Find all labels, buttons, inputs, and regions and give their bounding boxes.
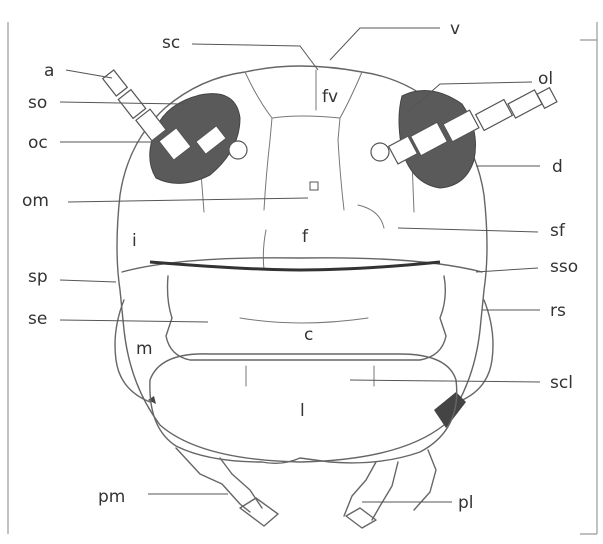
label-sc: sc [162,33,180,53]
epistomal-suture [150,262,440,270]
leader-scl [350,380,540,382]
label-sf: sf [550,221,566,241]
frontal-groove-left [263,230,266,270]
leader-v [330,28,440,60]
label-scl: scl [550,373,573,393]
leader-sf [398,228,538,232]
leader-se [60,320,208,322]
label-sp: sp [28,267,48,287]
antennal-socket-right [371,143,389,161]
label-oc: oc [28,133,48,153]
epicranial-line [272,116,340,118]
frontal-groove-right [358,205,384,228]
antennal-socket-left [229,141,247,159]
mandible-tip-left [148,396,156,404]
leader-sp [60,280,116,282]
label-v: v [450,19,460,39]
clypeus-groove [240,318,368,323]
mandible-right-outline [458,300,493,402]
label-rs: rs [550,301,566,321]
label-pm: pm [98,487,125,507]
clypeolabral-marks [246,366,374,386]
label-sso: sso [550,257,578,277]
leader-sso [476,268,538,272]
label-d: d [552,157,563,177]
diagram-labels: a so oc om i sp se m pm sc v fv ol d f s… [22,19,578,513]
leader-a [66,70,112,78]
label-l: l [300,401,305,421]
label-pl: pl [458,493,474,513]
label-a: a [44,61,54,81]
label-m: m [136,339,153,359]
clypeus-outline [166,276,446,360]
median-ocellus [310,182,318,190]
leader-om [68,198,308,202]
label-se: se [28,309,47,329]
labial-palp [344,450,436,528]
label-c: c [304,325,313,345]
label-so: so [28,93,47,113]
label-fv: fv [322,87,338,107]
label-ol: ol [538,69,553,89]
label-f: f [302,227,309,247]
label-om: om [22,191,49,211]
frontal-suture-left [245,72,272,210]
frontal-suture-right [338,72,362,210]
label-i: i [132,231,137,251]
